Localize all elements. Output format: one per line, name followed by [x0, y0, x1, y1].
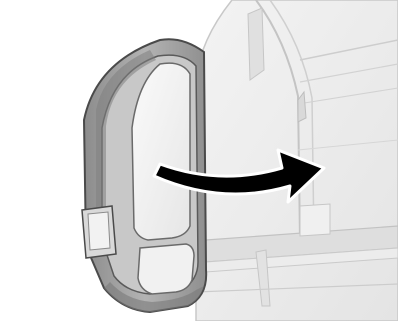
illustration-canvas	[0, 0, 398, 321]
mirror-fold-illustration	[0, 0, 398, 321]
